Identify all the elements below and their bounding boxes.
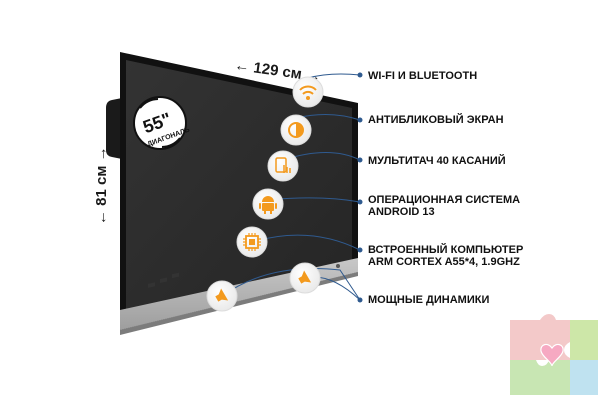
feature-label-line: WI-FI И BLUETOOTH bbox=[368, 70, 478, 82]
wifi-icon bbox=[292, 76, 324, 108]
feature-label-line: ОПЕРАЦИОННАЯ СИСТЕМА bbox=[368, 194, 521, 206]
connector-dots bbox=[357, 72, 363, 303]
brightness-icon bbox=[280, 114, 312, 146]
feature-label-antiglare: АНТИБЛИКОВЫЙ ЭКРАН bbox=[368, 114, 504, 126]
feature-label-os: ОПЕРАЦИОННАЯ СИСТЕМА ANDROID 13 bbox=[368, 194, 520, 218]
feature-label-line: ARM CORTEX A55*4, 1.9GHZ bbox=[368, 256, 520, 268]
feature-label-computer: ВСТРОЕННЫЙ КОМПЬЮТЕР ARM CORTEX A55*4, 1… bbox=[368, 244, 523, 268]
feature-label-line: ВСТРОЕННЫЙ КОМПЬЮТЕР bbox=[368, 244, 524, 256]
puzzle-logo bbox=[510, 314, 598, 395]
height-dimension: ← 81 см → bbox=[93, 146, 110, 225]
feature-label-line: ANDROID 13 bbox=[368, 206, 435, 218]
cpu-icon bbox=[236, 226, 268, 258]
front-port bbox=[148, 282, 155, 288]
power-indicator bbox=[336, 264, 340, 268]
feature-label-speakers: МОЩНЫЕ ДИНАМИКИ bbox=[368, 294, 489, 306]
feature-label-line: МОЩНЫЕ ДИНАМИКИ bbox=[368, 294, 490, 306]
diagonal-badge: 55" ДИАГОНАЛЬ bbox=[133, 96, 191, 150]
front-port bbox=[160, 277, 167, 284]
height-label: ← 81 см → bbox=[93, 146, 110, 225]
side-handle bbox=[106, 98, 122, 159]
feature-label-line: АНТИБЛИКОВЫЙ ЭКРАН bbox=[368, 114, 504, 126]
speaker-icon bbox=[289, 262, 321, 294]
feature-label-line: МУЛЬТИТАЧ 40 КАСАНИЙ bbox=[368, 155, 506, 167]
badge-arrow bbox=[161, 137, 181, 148]
touch-icon bbox=[267, 150, 299, 182]
front-port bbox=[172, 272, 179, 279]
feature-label-wifi: WI-FI И BLUETOOTH bbox=[368, 70, 477, 82]
feature-label-multitouch: МУЛЬТИТАЧ 40 КАСАНИЙ bbox=[368, 155, 506, 167]
badge-arrow bbox=[139, 98, 159, 109]
speaker-icon bbox=[206, 280, 238, 312]
android-icon bbox=[252, 188, 284, 220]
